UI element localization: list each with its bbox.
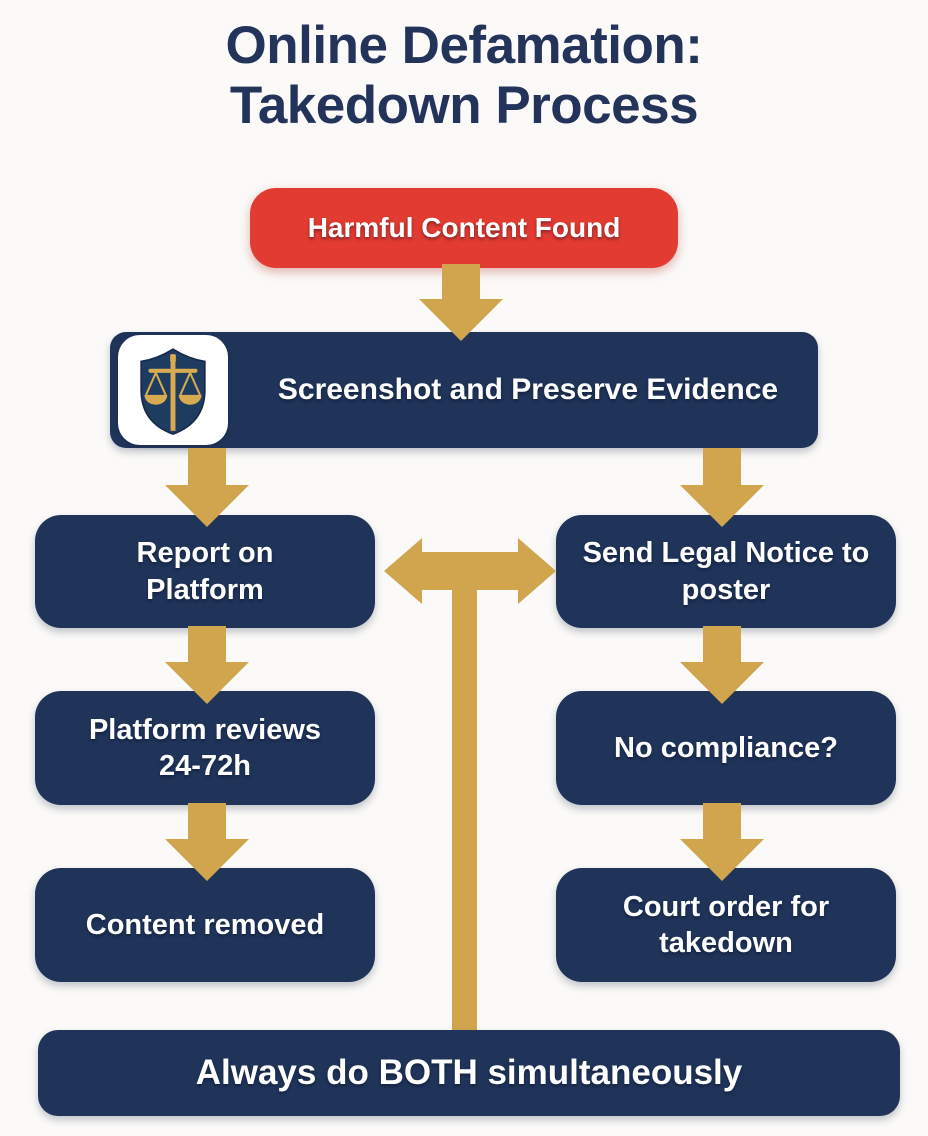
- footer-prefix: Always do: [195, 1053, 379, 1092]
- flow-node-label: Send Legal Notice to poster: [582, 537, 870, 606]
- flow-node-label: Platform reviews 24-72h: [88, 713, 322, 782]
- page-title-line2: Takedown Process: [229, 75, 699, 135]
- footer-emphasis: BOTH: [378, 1053, 478, 1092]
- flow-node-footer-advice: Always do BOTH simultaneously: [38, 1030, 900, 1116]
- flow-node-no-compliance: No compliance?: [556, 691, 896, 805]
- flow-node-label: Screenshot and Preserve Evidence: [277, 373, 779, 406]
- connector-bar: [452, 552, 477, 1032]
- footer-suffix: simultaneously: [477, 1053, 743, 1092]
- flow-node-label: Court order for takedown: [622, 890, 830, 959]
- left-arrow-icon: [384, 538, 470, 604]
- flow-node-send-legal-notice: Send Legal Notice to poster: [556, 515, 896, 628]
- flow-node-label: Harmful Content Found: [307, 212, 621, 243]
- page-title-line1: Online Defamation:: [225, 16, 703, 75]
- flow-node-preserve-evidence: Screenshot and Preserve Evidence: [110, 332, 818, 448]
- flow-node-content-removed: Content removed: [35, 868, 375, 982]
- footer-label: Always do BOTH simultaneously: [196, 1053, 743, 1093]
- flow-node-label: Report on Platform: [136, 537, 274, 606]
- justice-scales-shield-icon: [118, 335, 228, 445]
- flow-node-report-on-platform: Report on Platform: [35, 515, 375, 628]
- down-arrow-icon: [419, 264, 503, 341]
- flow-node-platform-reviews: Platform reviews 24-72h: [35, 691, 375, 805]
- flow-node-harmful-content: Harmful Content Found: [250, 188, 678, 268]
- flow-node-court-order: Court order for takedown: [556, 868, 896, 982]
- flow-node-label: Content removed: [85, 908, 325, 941]
- flow-node-label: No compliance?: [614, 731, 838, 764]
- right-arrow-icon: [460, 538, 556, 604]
- page-title: Online Defamation: Takedown Process: [0, 16, 928, 136]
